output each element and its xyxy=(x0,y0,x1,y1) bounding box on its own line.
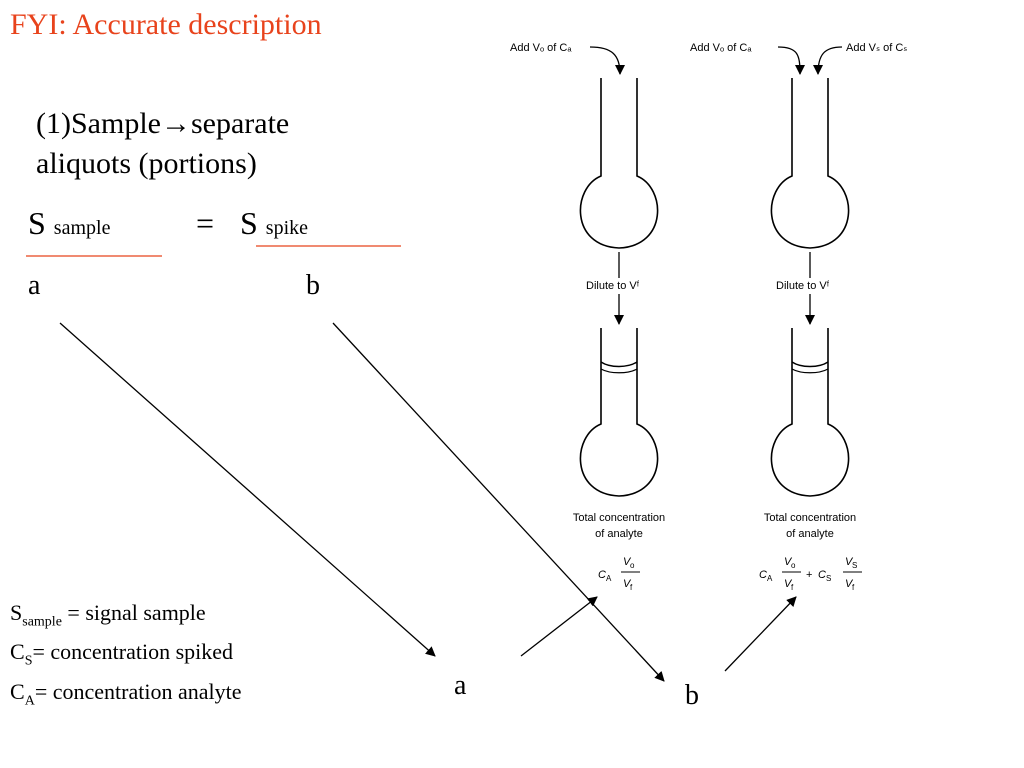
right-add-label-2: Add Vₛ of Cₛ xyxy=(846,42,907,54)
svg-text:A: A xyxy=(767,574,773,583)
right-arrow-icon: → xyxy=(160,107,191,140)
flask-top-right xyxy=(770,78,850,249)
equals-sign: = xyxy=(196,205,215,241)
left-flask-column xyxy=(579,46,659,497)
legend-s-sample: Ssample = signal sample xyxy=(10,600,206,630)
svg-text:V: V xyxy=(784,578,793,590)
svg-text:S: S xyxy=(826,574,831,583)
label-b-top: b xyxy=(306,270,320,301)
svg-text:S: S xyxy=(852,561,857,570)
legend-c-a: CA= concentration analyte xyxy=(10,678,242,709)
step-suffix: separate aliquots (portions) xyxy=(36,107,290,180)
right-dilute-label: Dilute to Vᶠ xyxy=(776,280,830,292)
svg-text:f: f xyxy=(791,583,794,592)
legend-c-s: CS= concentration spiked xyxy=(10,639,234,669)
svg-text:V: V xyxy=(623,556,632,568)
svg-text:V: V xyxy=(845,578,854,590)
label-a-bottom: a xyxy=(454,670,467,701)
right-flask-column xyxy=(770,46,850,497)
left-total-2: of analyte xyxy=(595,528,643,540)
svg-text:o: o xyxy=(791,561,796,570)
left-add-label: Add Vₒ of Cₐ xyxy=(510,42,572,54)
s-sample-term: S sample xyxy=(28,205,111,241)
svg-text:C: C xyxy=(598,569,606,581)
svg-text:+: + xyxy=(806,569,812,581)
arrow-b-down xyxy=(332,322,665,682)
step-prefix: (1)Sample xyxy=(36,107,161,140)
slide-title: FYI: Accurate description xyxy=(10,8,322,41)
s-spike-term: S spike xyxy=(240,205,309,241)
svg-text:C: C xyxy=(759,569,767,581)
flask-bottom-left xyxy=(579,328,659,497)
right-total-2: of analyte xyxy=(786,528,834,540)
right-add-label-1: Add Vₒ of Cₐ xyxy=(690,42,752,54)
arrow-b-up xyxy=(724,596,797,672)
flask-bottom-right xyxy=(770,328,850,497)
legend: Ssample = signal sample CS= concentratio… xyxy=(10,598,241,716)
step-text: (1)Sample→separate aliquots (portions) xyxy=(36,104,356,184)
arrow-a-down xyxy=(59,322,436,657)
svg-text:o: o xyxy=(630,561,635,570)
right-total-1: Total concentration xyxy=(764,512,856,524)
arrow-a-up xyxy=(520,596,598,657)
label-b-bottom: b xyxy=(685,680,699,711)
svg-text:f: f xyxy=(630,583,633,592)
left-total-1: Total concentration xyxy=(573,512,665,524)
label-a-top: a xyxy=(28,270,41,301)
svg-text:f: f xyxy=(852,583,855,592)
svg-text:C: C xyxy=(818,569,826,581)
svg-text:V: V xyxy=(845,556,854,568)
left-dilute-label: Dilute to Vᶠ xyxy=(586,280,640,292)
flask-top-left xyxy=(579,78,659,249)
svg-text:V: V xyxy=(784,556,793,568)
svg-text:A: A xyxy=(606,574,612,583)
svg-text:V: V xyxy=(623,578,632,590)
